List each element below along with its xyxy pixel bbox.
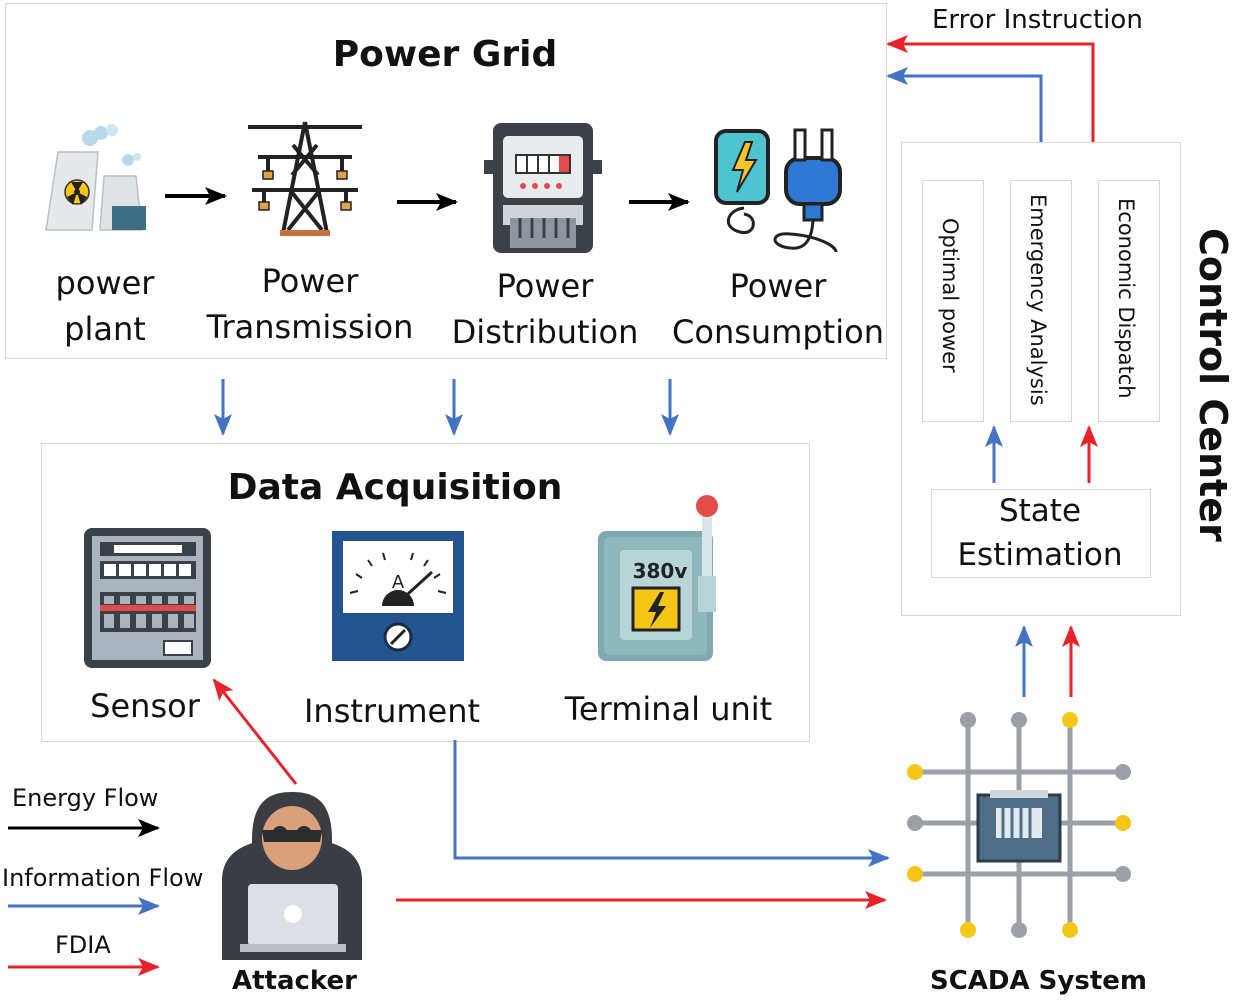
error-instruction-label: Error Instruction [932, 5, 1143, 35]
instrument-icon [332, 531, 464, 661]
fdia-arrow-attacker-to-sensor [212, 678, 298, 785]
state-estimation-line1: State [998, 493, 1082, 529]
info-arrow-cc-to-grid [886, 67, 1043, 142]
state-estimation-label: State Estimation [931, 489, 1149, 577]
scada-icon [907, 712, 1131, 938]
fdia-arrow-error-instruction [886, 35, 1095, 142]
emergency-analysis-box [1010, 180, 1072, 422]
info-arrow-da-to-scada [453, 740, 890, 867]
data-acquisition-title: Data Acquisition [227, 467, 563, 508]
power-transmission-label: Power Transmission [200, 258, 420, 350]
economic-dispatch-box [1098, 180, 1160, 422]
electric-meter-icon [484, 123, 602, 253]
terminal-unit-icon [598, 495, 718, 661]
terminal-unit-label: Terminal unit [564, 690, 773, 728]
sensor-label: Sensor [90, 687, 200, 725]
power-grid-title: Power Grid [332, 34, 558, 75]
power-distribution-label-line1: Power [496, 267, 594, 305]
attacker-icon [222, 792, 362, 960]
legend-energy-flow-label: Energy Flow [12, 784, 159, 812]
power-consumption-icon [714, 128, 842, 253]
state-estimation-box [931, 489, 1151, 578]
legend-information-flow-label: Information Flow [2, 864, 204, 892]
sensor-icon [84, 528, 211, 668]
power-distribution-label-line2: Distribution [451, 313, 639, 351]
instrument-label: Instrument [303, 692, 481, 730]
scada-label: SCADA System [930, 966, 1147, 996]
terminal-unit-voltage: 380v [633, 559, 688, 583]
power-distribution-label: Power Distribution [445, 263, 645, 355]
economic-dispatch-label: Economic Dispatch [1114, 198, 1138, 399]
power-transmission-label-line1: Power [261, 262, 359, 300]
power-plant-label: power plant [20, 260, 190, 352]
power-consumption-label-line2: Consumption [672, 313, 884, 351]
power-plant-label-line2: plant [64, 310, 146, 348]
state-estimation-line2: Estimation [957, 537, 1123, 573]
emergency-analysis-label: Emergency Analysis [1026, 194, 1050, 406]
optimal-power-box [922, 180, 984, 422]
legend-fdia-label: FDIA [55, 931, 111, 959]
instrument-letter: A [392, 572, 405, 593]
control-center-title: Control Center [1191, 228, 1233, 542]
power-consumption-label-line1: Power [729, 267, 827, 305]
power-consumption-label: Power Consumption [668, 263, 888, 355]
optimal-power-label: Optimal power [938, 218, 962, 373]
power-transmission-label-line2: Transmission [206, 308, 414, 346]
power-plant-label-line1: power [55, 264, 155, 302]
power-plant-icon [45, 124, 146, 231]
attacker-label: Attacker [232, 966, 357, 996]
